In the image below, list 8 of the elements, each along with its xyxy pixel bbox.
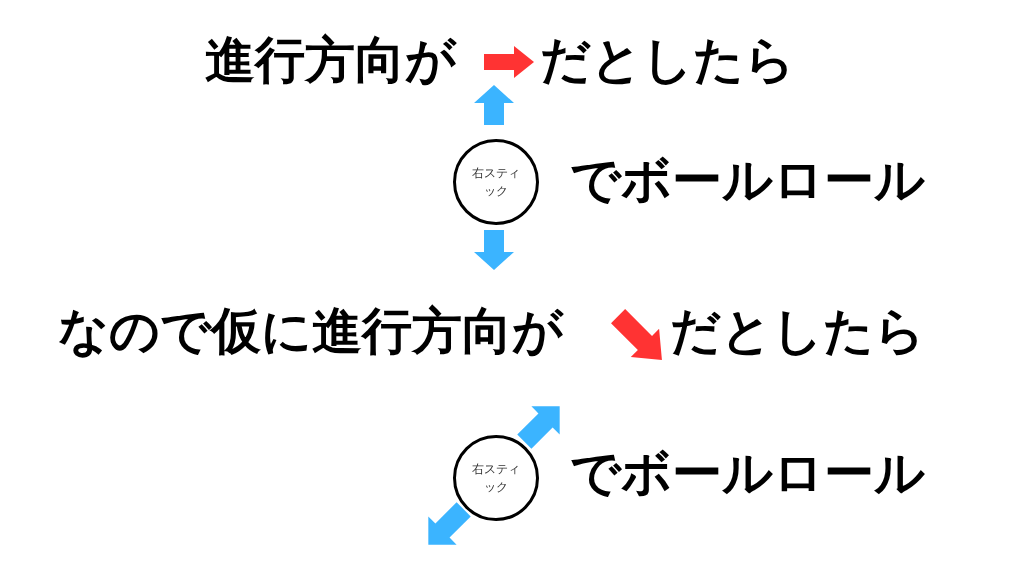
caption-text: でボールロール	[570, 448, 925, 498]
caption-text: だとしたら	[670, 306, 925, 356]
caption-text: なので仮に進行方向が	[58, 306, 563, 356]
stick-circle: 右スティック	[453, 435, 539, 521]
stick-circle: 右スティック	[453, 139, 539, 225]
caption-text: 進行方向が	[205, 35, 456, 85]
caption-text: だとしたら	[540, 35, 795, 85]
caption-text: でボールロール	[570, 155, 925, 205]
